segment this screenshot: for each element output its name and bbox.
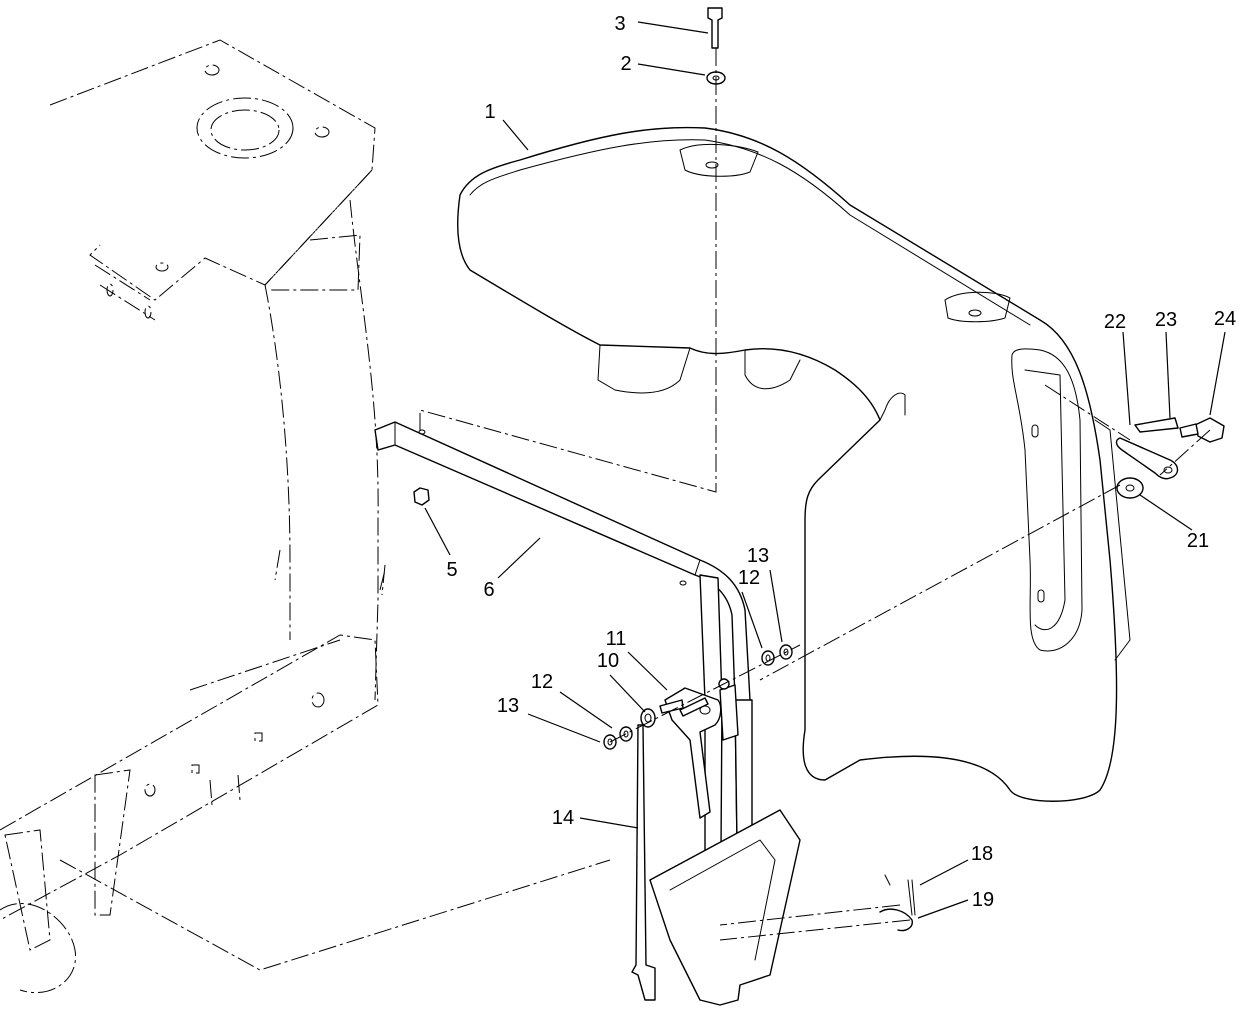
callout-6: 6	[483, 579, 494, 601]
callout-2: 2	[620, 53, 631, 75]
callout-12-upper: 12	[738, 567, 760, 589]
callout-leaders	[424, 21, 1226, 919]
callout-14: 14	[552, 807, 574, 829]
phantom-frame	[0, 39, 611, 994]
callout-3: 3	[614, 13, 625, 35]
hardware	[413, 7, 1225, 932]
callout-5: 5	[446, 559, 457, 581]
callout-12-lower: 12	[531, 671, 553, 693]
callout-13-lower: 13	[497, 695, 519, 717]
callout-21: 21	[1187, 530, 1209, 552]
callout-1: 1	[484, 101, 495, 123]
callout-23: 23	[1155, 309, 1177, 331]
lever-plate	[664, 678, 739, 819]
lower-bracket	[649, 809, 801, 1006]
assembly-center-lines	[379, 48, 1211, 941]
callout-11: 11	[606, 628, 627, 650]
callout-labels: 3 2 1 5 6 10 11 12 12 13 13 14 18 19 21 …	[446, 13, 1236, 911]
hood-cover	[457, 126, 1131, 802]
callout-24: 24	[1214, 308, 1236, 330]
callout-13-upper: 13	[747, 545, 769, 567]
callout-22: 22	[1104, 311, 1126, 333]
callout-10: 10	[597, 650, 619, 672]
link-rod	[631, 708, 656, 1001]
callout-18: 18	[971, 843, 993, 865]
callout-19: 19	[972, 889, 994, 911]
